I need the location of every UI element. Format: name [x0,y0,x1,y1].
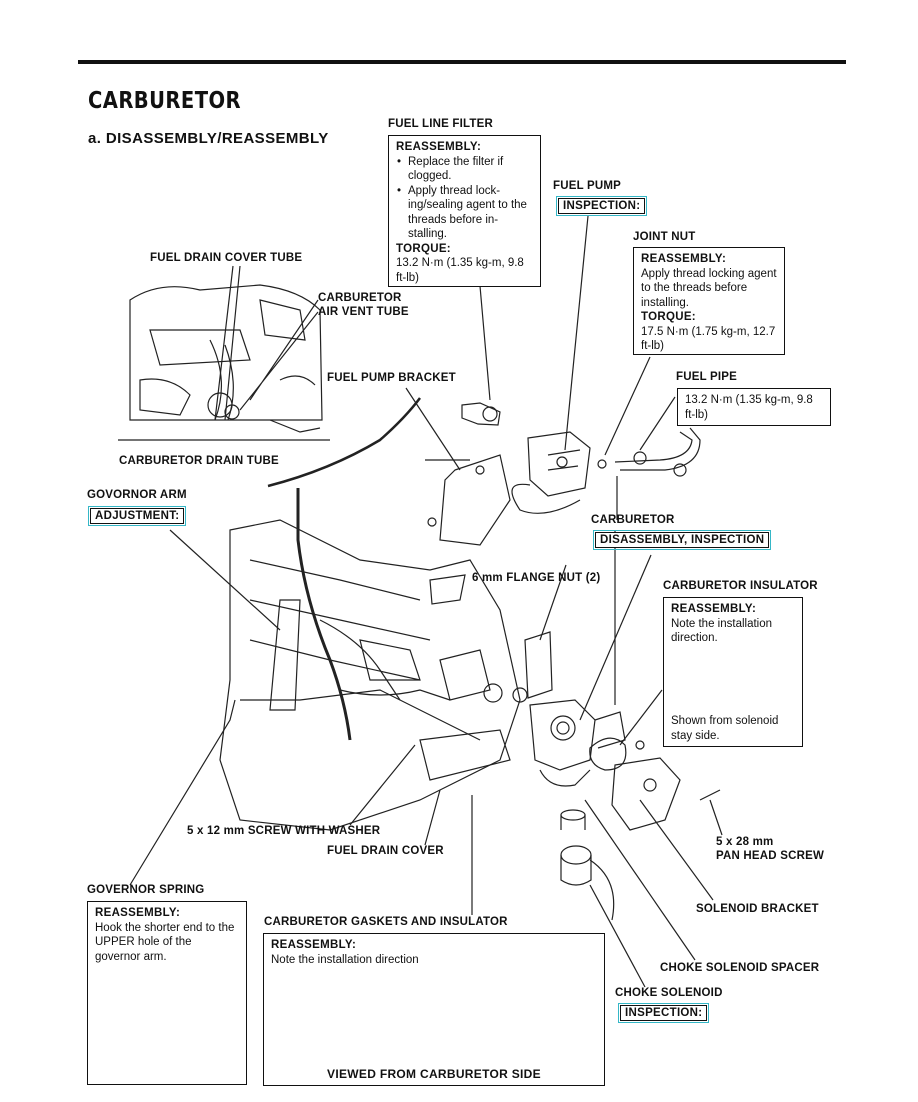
carburetor-air-vent-label-line1: CARBURETOR [318,292,402,304]
carburetor-sketch [529,699,626,787]
governor-spring-note: Hook the shorter end to the UPPER hole o… [95,921,235,963]
section-subtitle: a. DISASSEMBLY/REASSEMBLY [88,130,329,147]
fuel-drain-cover-label: FUEL DRAIN COVER [327,845,444,857]
pan-head-screw-label-line1: 5 x 28 mm [716,836,774,848]
choke-solenoid-spacer-label: CHOKE SOLENOID SPACER [660,962,820,974]
fuel-pump-bracket-sketch [425,402,511,546]
carburetor-insulator-reassembly-heading: REASSEMBLY: [671,603,757,615]
choke-solenoid-sketch [560,809,615,921]
fuel-pipe-sketch [614,427,701,477]
flange-nut-label: 6 mm FLANGE NUT (2) [472,572,601,584]
fuel-pump-label: FUEL PUMP [553,180,622,192]
pan-head-screw-label-line2: PAN HEAD SCREW [716,850,825,862]
fuel-pump-sketch [511,431,607,514]
fuel-pump-inspection-tag[interactable]: INSPECTION: [555,196,648,216]
governor-arm-adjustment-tag[interactable]: ADJUSTMENT: [87,506,187,526]
fuel-drain-cover-tube-label: FUEL DRAIN COVER TUBE [150,252,303,264]
engine-block-sketch [219,519,553,831]
fuel-pump-bracket-label: FUEL PUMP BRACKET [327,372,456,384]
fuel-pipe-label: FUEL PIPE [676,371,738,383]
fuel-line-filter-bullets: Replace the filter if clogged. Apply thr… [396,155,533,242]
carburetor-label: CARBURETOR [591,514,675,526]
carburetor-air-vent-label-line2: AIR VENT TUBE [318,306,409,318]
carburetor-insulator-label: CARBURETOR INSULATOR [663,580,818,592]
carburetor-gaskets-caption: VIEWED FROM CARBURETOR SIDE [327,1067,541,1081]
fuel-line-filter-bullet: Apply thread lock-ing/sealing agent to t… [397,184,533,242]
governor-spring-label: GOVERNOR SPRING [87,884,205,896]
solenoid-bracket-sketch [589,737,721,831]
governor-spring-reassembly-heading: REASSEMBLY: [95,907,181,919]
choke-solenoid-label: CHOKE SOLENOID [615,987,723,999]
fuel-pipe-torque-value: 13.2 N·m (1.35 kg-m, 9.8 ft-lb) [685,394,813,421]
joint-nut-note: Apply thread locking agent to the thread… [641,267,777,309]
fuel-line-filter-reassembly-heading: REASSEMBLY: [396,141,482,153]
carburetor-inset-sketch [118,284,330,441]
governor-spring-box: REASSEMBLY: Hook the shorter end to the … [87,901,247,1085]
joint-nut-box: REASSEMBLY: Apply thread locking agent t… [633,247,785,355]
page-title: CARBURETOR [88,88,241,114]
fuel-pipe-torque-box: 13.2 N·m (1.35 kg-m, 9.8 ft-lb) [677,388,831,426]
joint-nut-label: JOINT NUT [633,231,696,243]
fuel-line-filter-bullet: Replace the filter if clogged. [397,155,533,184]
carburetor-insulator-caption: Shown from solenoid stay side. [671,715,779,742]
fuel-line-filter-torque-heading: TORQUE: [396,242,451,255]
joint-nut-reassembly-heading: REASSEMBLY: [641,253,727,265]
fuel-line-filter-label: FUEL LINE FILTER [388,118,493,130]
header-rule [78,60,846,64]
carburetor-gaskets-label: CARBURETOR GASKETS AND INSULATOR [264,916,508,928]
fuel-line-filter-torque-value: 13.2 N·m (1.35 kg-m, 9.8 ft-lb) [396,257,524,284]
carburetor-insulator-box: REASSEMBLY: Note the installation direct… [663,597,803,747]
carburetor-insulator-note: Note the installation direction. [671,617,773,645]
governor-arm-label: GOVORNOR ARM [87,489,187,501]
solenoid-bracket-label: SOLENOID BRACKET [696,903,819,915]
carburetor-gaskets-box: REASSEMBLY: Note the installation direct… [263,933,605,1086]
joint-nut-torque-value: 17.5 N·m (1.75 kg-m, 12.7 ft-lb) [641,325,776,353]
carburetor-disassembly-inspection-tag[interactable]: DISASSEMBLY, INSPECTION [592,530,772,550]
carburetor-gaskets-note: Note the installation direction [271,953,419,966]
choke-solenoid-inspection-tag[interactable]: INSPECTION: [617,1003,710,1023]
joint-nut-torque-heading: TORQUE: [641,311,696,323]
carburetor-gaskets-reassembly-heading: REASSEMBLY: [271,939,357,951]
screw-with-washer-label: 5 x 12 mm SCREW WITH WASHER [187,825,381,837]
carburetor-drain-tube-label: CARBURETOR DRAIN TUBE [119,455,279,467]
fuel-line-filter-box: REASSEMBLY: Replace the filter if clogge… [388,135,541,287]
